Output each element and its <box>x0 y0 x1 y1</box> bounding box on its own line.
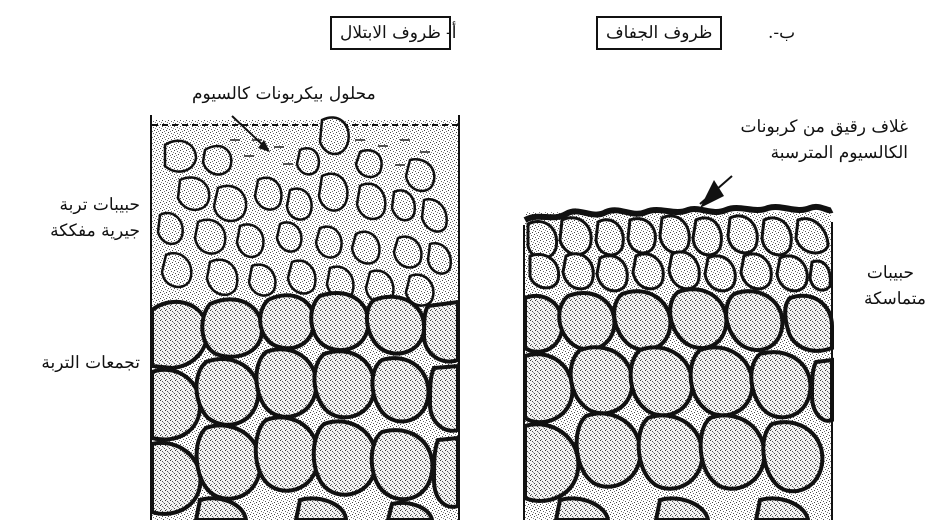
panel-a-soil-column <box>151 115 459 520</box>
label-loose-grains-line1: حبيبات تربة <box>60 194 140 216</box>
label-loose-grains-line2: جيرية مفككة <box>50 220 140 242</box>
panel-a-title: ظروف الابتلال <box>340 23 441 43</box>
label-carbonate-crust-line1: غلاف رقيق من كربونات <box>741 116 908 138</box>
label-cohesive-grains-line1: حبيبات <box>867 262 914 284</box>
panel-a-marker: أ- <box>446 22 456 44</box>
panel-b-title: ظروف الجفاف <box>606 23 712 43</box>
dry-soil-aggregates <box>525 289 832 520</box>
label-calcium-bicarbonate-solution: محلول بيكربونات كالسيوم <box>192 83 376 105</box>
panel-a-title-box: ظروف الابتلال <box>330 16 451 50</box>
soil-aggregates <box>152 293 458 520</box>
panel-b-title-box: ظروف الجفاف <box>596 16 722 50</box>
label-cohesive-grains-line2: متماسكة <box>864 288 926 310</box>
panel-b-soil-column <box>524 176 832 520</box>
panel-b-marker: ب-. <box>768 22 795 44</box>
crust-pointer-arrow <box>700 176 732 208</box>
cohesive-grains <box>528 216 830 291</box>
label-soil-aggregates: تجمعات التربة <box>41 352 140 374</box>
label-carbonate-crust-line2: الكالسيوم المترسبة <box>771 142 908 164</box>
